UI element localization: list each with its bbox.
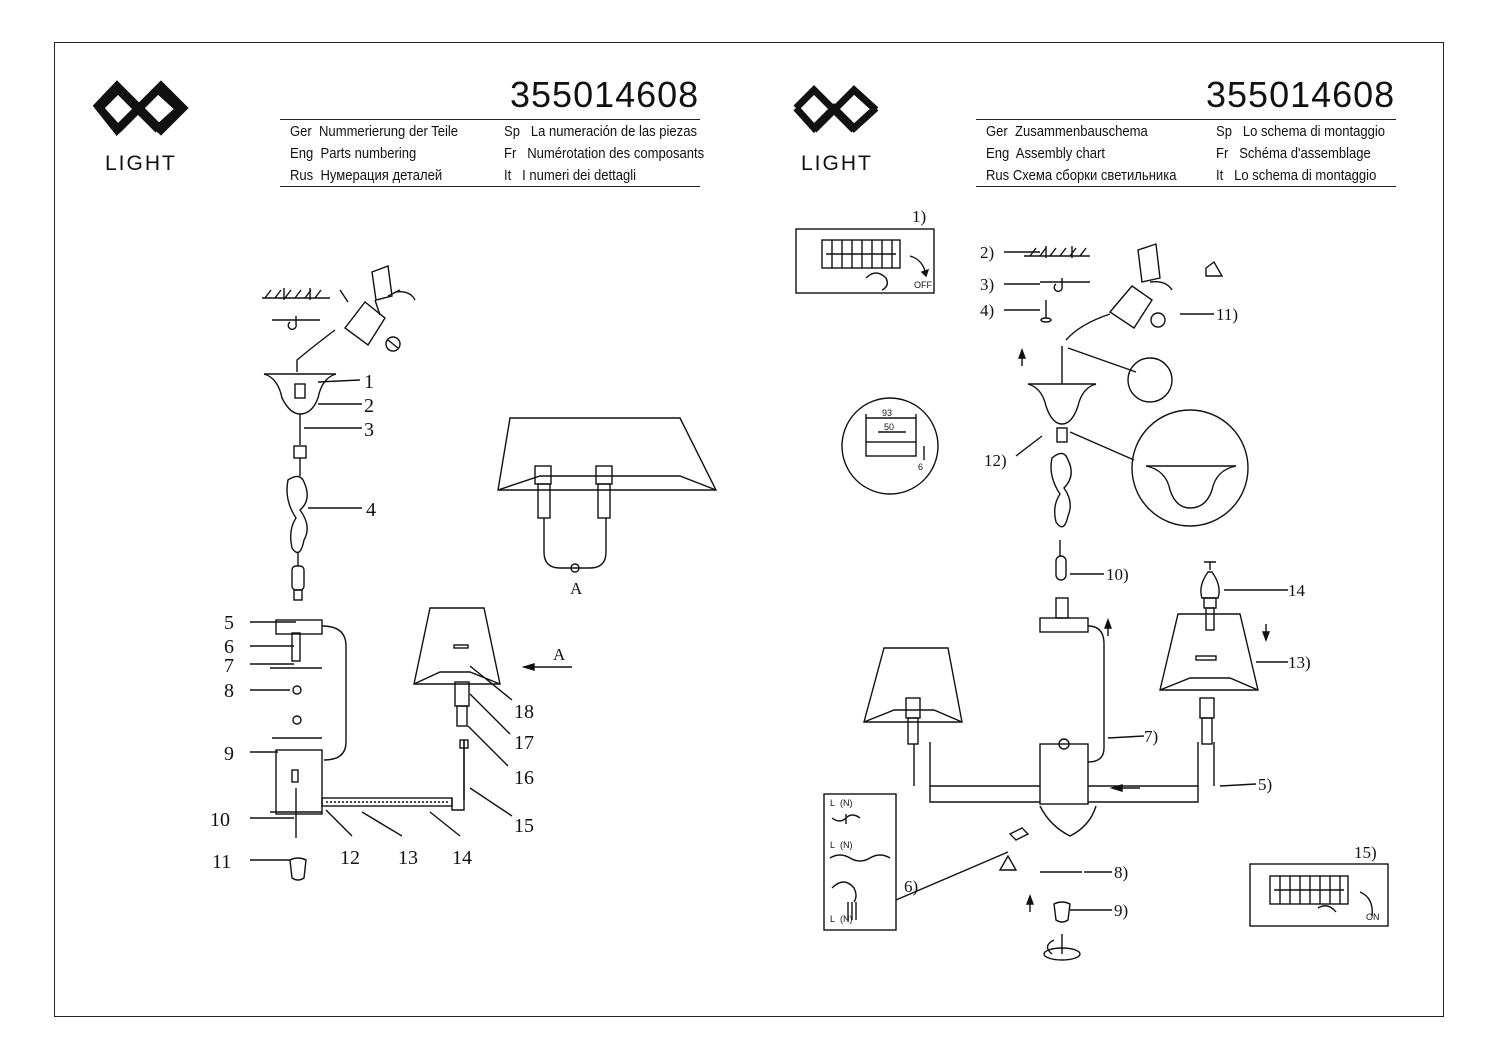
part-3-label: 3 bbox=[364, 419, 374, 441]
heading-it: It Lo schema di montaggio bbox=[1216, 168, 1377, 184]
step-6-wiring-box-icon bbox=[823, 793, 897, 931]
wire-l-label-3: L bbox=[830, 914, 835, 924]
part-number-labels: 1 2 3 4 5 6 7 8 9 10 11 12 13 14 15 16 1… bbox=[210, 371, 583, 873]
mw-light-logo-icon bbox=[92, 80, 189, 137]
logo-text: LIGHT bbox=[801, 152, 873, 175]
wire-l-label-2: L bbox=[830, 840, 835, 850]
header-rule-top bbox=[976, 119, 1396, 120]
part-14-label: 14 bbox=[452, 847, 472, 869]
part-11-label: 11 bbox=[212, 851, 231, 873]
view-a-detail-icon bbox=[497, 417, 718, 573]
breaker-off-label: OFF bbox=[914, 280, 932, 290]
heading-ger: Ger Nummerierung der Teile bbox=[290, 124, 459, 140]
part-12-label: 12 bbox=[340, 847, 360, 869]
wire-l-label: L bbox=[830, 798, 835, 808]
mounting-plate-detail-circle bbox=[841, 397, 939, 495]
step-5-label: 5) bbox=[1258, 775, 1272, 794]
candle-bulb-icon bbox=[1200, 571, 1220, 599]
view-a-label: A bbox=[570, 579, 583, 598]
canopy-icon bbox=[263, 373, 337, 415]
wire-n-label: (N) bbox=[840, 798, 853, 808]
heading-fr: Fr Schéma d'assemblage bbox=[1216, 146, 1371, 162]
heading-eng: Eng Assembly chart bbox=[986, 146, 1105, 162]
heading-ger: Ger Zusammenbauschema bbox=[986, 124, 1148, 140]
ceiling-mount-icon bbox=[262, 288, 330, 330]
part-2-label: 2 bbox=[364, 395, 374, 417]
heading-rus: Rus Нумерация деталей bbox=[290, 168, 443, 184]
step-13-label: 13) bbox=[1288, 653, 1311, 672]
page-border bbox=[54, 42, 1444, 1017]
part-9-label: 9 bbox=[224, 743, 234, 765]
step-14-label: 14 bbox=[1288, 581, 1306, 600]
step-2-label: 2) bbox=[980, 243, 994, 262]
step-12-label: 12) bbox=[984, 451, 1007, 470]
part-13-label: 13 bbox=[398, 847, 418, 869]
step-15-label: 15) bbox=[1354, 843, 1377, 862]
header-rule-bottom bbox=[280, 186, 700, 187]
view-a-arrow-label: A bbox=[553, 645, 566, 664]
part-18-label: 18 bbox=[514, 701, 534, 723]
step-3-label: 3) bbox=[980, 275, 994, 294]
dimension-93-label: 93 bbox=[882, 408, 892, 418]
heading-fr: Fr Numérotation des composants bbox=[504, 146, 705, 162]
part-4-label: 4 bbox=[366, 499, 376, 521]
hook-detail-circle bbox=[1127, 357, 1173, 403]
wire-n-label-2: (N) bbox=[840, 840, 853, 850]
part-7-label: 7 bbox=[224, 655, 234, 677]
breaker-on-label: ON bbox=[1366, 912, 1380, 922]
canopy-detail-circle bbox=[1131, 409, 1249, 527]
product-code: 355014608 bbox=[510, 74, 700, 115]
dimension-6-label: 6 bbox=[918, 462, 923, 472]
product-code: 355014608 bbox=[1206, 74, 1396, 115]
heading-eng: Eng Parts numbering bbox=[290, 146, 417, 162]
heading-rus: Rus Схема сборки светильника bbox=[986, 168, 1177, 184]
step-8-label: 8) bbox=[1114, 863, 1128, 882]
step-15-breaker-on-icon bbox=[1249, 863, 1389, 927]
part-16-label: 16 bbox=[514, 767, 534, 789]
part-15-label: 15 bbox=[514, 815, 534, 837]
header-rule-top bbox=[280, 119, 700, 120]
top-body-block bbox=[275, 619, 323, 635]
step-1-breaker-off-icon bbox=[795, 228, 935, 294]
logo-text: LIGHT bbox=[105, 152, 177, 175]
terminal-block-icon bbox=[296, 265, 416, 372]
wire-n-label-3: (N) bbox=[840, 914, 853, 924]
step-1-label: 1) bbox=[912, 207, 926, 226]
step-4-label: 4) bbox=[980, 301, 994, 320]
heading-sp: Sp La numeración de las piezas bbox=[504, 124, 697, 140]
parts-numbering-page: LIGHT 355014608 Ger Nummerierung der Tei… bbox=[92, 74, 705, 187]
dimension-50-label: 50 bbox=[884, 422, 894, 432]
part-17-label: 17 bbox=[514, 732, 534, 754]
step-9-label: 9) bbox=[1114, 901, 1128, 920]
step-6-label: 6) bbox=[904, 877, 918, 896]
part-8-label: 8 bbox=[224, 680, 234, 702]
heading-sp: Sp Lo schema di montaggio bbox=[1216, 124, 1386, 140]
crystal-pendant-icon bbox=[286, 475, 308, 554]
step-11-label: 11) bbox=[1216, 305, 1238, 324]
step-7-label: 7) bbox=[1144, 727, 1158, 746]
mw-light-logo-icon bbox=[793, 85, 879, 134]
central-body-icon bbox=[275, 749, 323, 815]
part-10-label: 10 bbox=[210, 809, 230, 831]
part-5-label: 5 bbox=[224, 612, 234, 634]
step-10-label: 10) bbox=[1106, 565, 1129, 584]
part-6-label: 6 bbox=[224, 636, 234, 658]
assembly-step-labels: 1) 2) 3) 4) 5) 6) 7) 8) 9) 10) 11) 12) 1… bbox=[830, 207, 1380, 924]
header-rule-bottom bbox=[976, 186, 1396, 187]
heading-it: It I numeri dei dettagli bbox=[504, 168, 637, 184]
assembly-chart-page: LIGHT 355014608 Ger Zusammenbauschema En… bbox=[696, 0, 1446, 1060]
part-1-label: 1 bbox=[364, 371, 374, 393]
